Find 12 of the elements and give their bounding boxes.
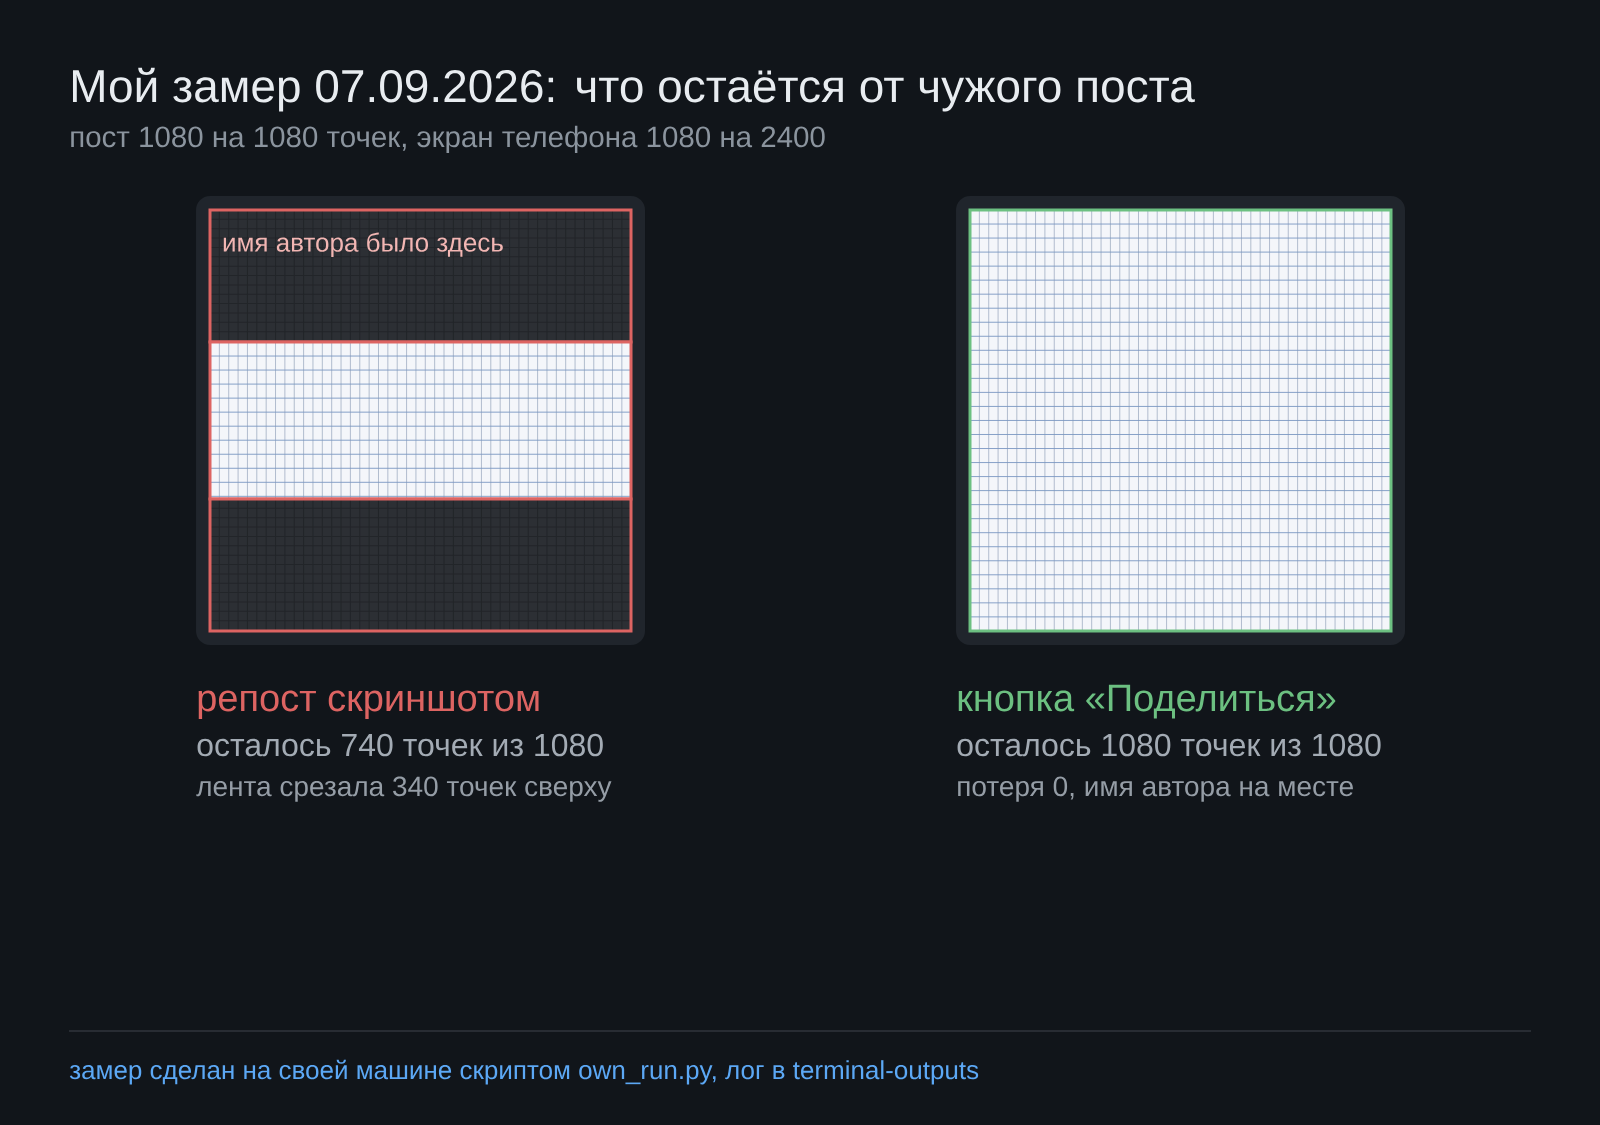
- cropped-strip: [208, 497, 633, 633]
- caption-value: осталось 1080 точек из 1080: [957, 733, 1381, 757]
- visible-strip: [208, 340, 633, 501]
- footnote: замер сделан на своей машине скриптом own_run.py, лог в terminal-outputs: [69, 1059, 979, 1085]
- subtitle: пост 1080 на 1080 точек, экран телефона 1080 на 2400: [71, 125, 825, 154]
- caption-value: осталось 740 точек из 1080: [197, 733, 603, 757]
- caption-note: потеря 0, имя автора на месте: [958, 776, 1353, 802]
- cropped-strip: имя автора было здесь: [208, 208, 633, 344]
- caption-heading: кнопка «Поделиться»: [958, 684, 1336, 719]
- caption-note: лента срезала 340 точек сверху: [196, 776, 612, 802]
- caption-heading: репост скриншотом: [198, 690, 539, 719]
- title: Мой замер 07.09.2026: что остаётся от чужого поста: [73, 67, 1195, 112]
